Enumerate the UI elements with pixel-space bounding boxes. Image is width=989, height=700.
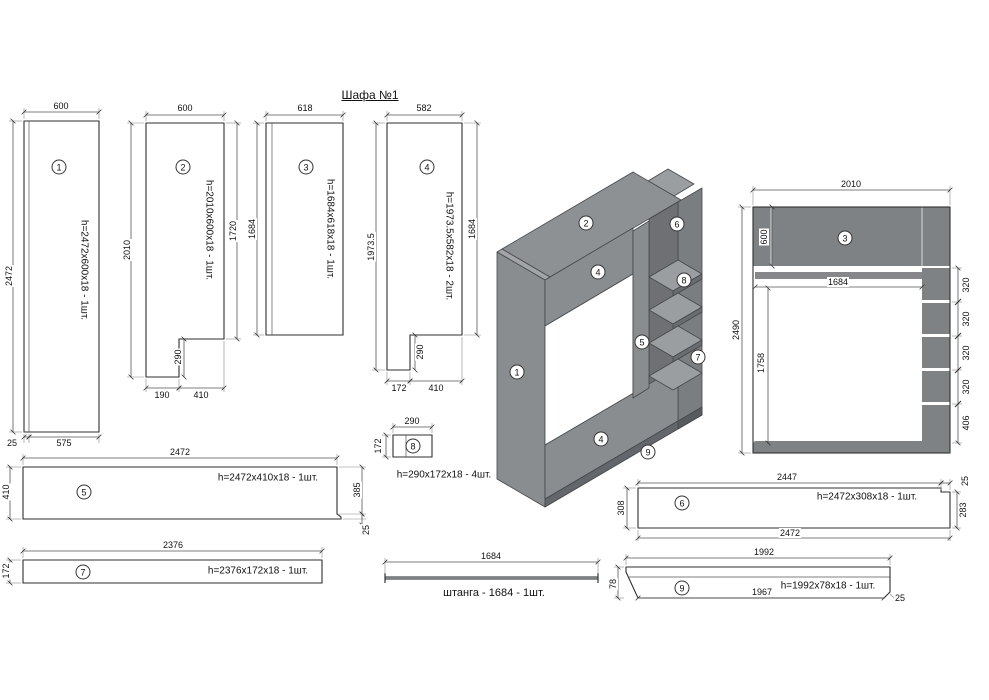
dim-label: 600: [52, 101, 70, 111]
panel-outlines: [22, 120, 951, 599]
dim-label: 172: [390, 383, 408, 393]
dim-label: 172: [373, 437, 383, 455]
dim-label: 1684: [826, 277, 850, 287]
dim-label: 1684: [247, 217, 257, 241]
dim-label: 283: [958, 501, 968, 519]
front-view: [752, 206, 951, 454]
part-number-4: 4: [419, 159, 435, 175]
dim-label: 290: [173, 348, 183, 366]
dim-label: 25: [960, 474, 970, 488]
part-number-6: 6: [674, 495, 690, 511]
dim-label: 1684: [467, 217, 477, 241]
dim-label: 290: [415, 343, 425, 361]
dim-label: 320: [961, 344, 971, 362]
part-number-9: 9: [674, 580, 690, 596]
part-spec: h=2472x410x18 - 1шт.: [217, 472, 319, 484]
part-spec: h=2376x172x18 - 1шт.: [207, 565, 309, 577]
dim-label: 600: [176, 103, 194, 113]
part-spec: h=2472x308x18 - 1шт.: [816, 491, 918, 503]
dim-label: 2010: [122, 238, 132, 262]
drawing-title: Шафа №1: [341, 88, 399, 102]
part-spec: h=1684x618x18 - 1шт.: [324, 178, 336, 280]
dim-label: 2472: [168, 447, 192, 457]
dim-label: 320: [961, 276, 971, 294]
rod-drawing: [384, 573, 599, 583]
dim-label: 25: [5, 438, 19, 448]
part-number-3: 3: [298, 159, 314, 175]
iso-part-number-6: 6: [669, 216, 685, 232]
dim-label: 618: [296, 103, 314, 113]
front-part-number-3: 3: [837, 230, 853, 246]
dim-label: 1758: [756, 351, 766, 375]
dim-label: 1992: [752, 547, 776, 557]
part-number-7: 7: [75, 564, 91, 580]
dimension-ticks: [954, 298, 962, 408]
dim-label: 320: [961, 378, 971, 396]
iso-part-number-2: 2: [578, 215, 594, 231]
dim-label: 1720: [228, 219, 238, 243]
iso-part-number-8: 8: [676, 272, 692, 288]
dim-label: 406: [961, 414, 971, 432]
dim-label: 290: [403, 416, 421, 426]
iso-part-number-5: 5: [634, 334, 650, 350]
dim-label: 78: [608, 577, 618, 591]
dim-label: 25: [361, 523, 371, 537]
iso-part-number-4b: 4: [593, 431, 609, 447]
part-spec: h=1973.5x582x18 - 2шт.: [443, 191, 455, 301]
dim-label: 582: [415, 103, 433, 113]
part-number-2: 2: [175, 159, 191, 175]
part-number-8: 8: [405, 438, 421, 454]
dim-label: 2447: [775, 472, 799, 482]
part-number-5: 5: [76, 484, 92, 500]
dim-label: 410: [1, 483, 11, 501]
dim-label: 600: [759, 228, 769, 246]
dim-label: 1684: [479, 551, 503, 561]
dim-label: 320: [961, 310, 971, 328]
dim-label: 2472: [778, 528, 802, 538]
dim-label: 1967: [750, 587, 774, 597]
panel-inner-lines: [28, 121, 890, 578]
dim-label: 410: [192, 390, 210, 400]
iso-part-number-7: 7: [690, 349, 706, 365]
dim-label: 2472: [4, 264, 14, 288]
rod-label: штанга - 1684 - 1шт.: [443, 587, 545, 599]
part-spec: h=1992x78x18 - 1шт.: [780, 580, 876, 592]
iso-part-number-9: 9: [640, 444, 656, 460]
part-spec: h=2472x600x18 - 1шт.: [78, 219, 90, 321]
dim-label: 575: [55, 438, 73, 448]
iso-part-number-4a: 4: [590, 264, 606, 280]
dim-label: 25: [893, 593, 907, 603]
dim-label: 385: [352, 481, 362, 499]
dim-label: 2010: [839, 179, 863, 189]
dim-label: 410: [427, 383, 445, 393]
dim-label: 308: [616, 499, 626, 517]
dim-label: 2376: [161, 540, 185, 550]
dim-label: 190: [153, 390, 171, 400]
part-spec: h=2010x600x18 - 1шт.: [203, 179, 215, 281]
iso-part-number-1: 1: [509, 364, 525, 380]
dim-label: 1973.5: [366, 232, 376, 262]
dim-label: 2490: [731, 318, 741, 342]
dim-label: 172: [1, 562, 11, 580]
part-spec: h=290x172x18 - 4шт.: [396, 469, 492, 481]
part-number-1: 1: [51, 159, 67, 175]
